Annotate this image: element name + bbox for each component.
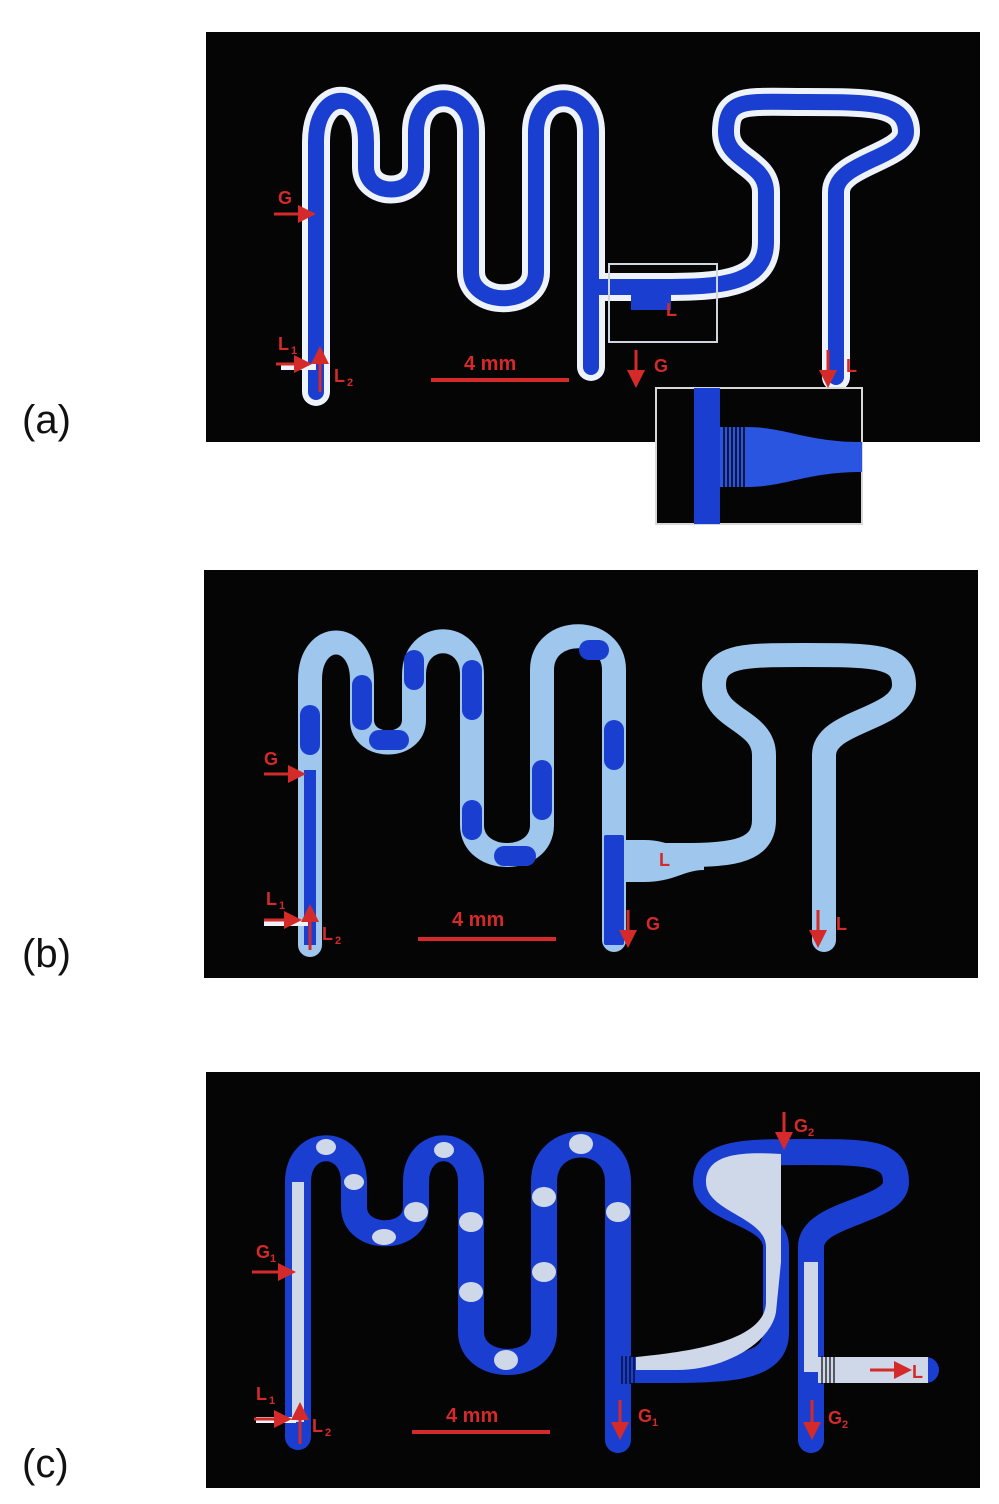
label-b-gas-in: G bbox=[264, 749, 278, 769]
label-b-liquid-out: L bbox=[836, 914, 847, 934]
panel-b-annotations: G L 1 L 2 L G L bbox=[264, 749, 847, 950]
label-a-liquid-in-1: L bbox=[278, 334, 289, 354]
panel-a-inset bbox=[655, 387, 863, 525]
label-c-gas-in-2: G bbox=[794, 1116, 808, 1136]
label-c-gas-in-sub: 1 bbox=[270, 1253, 276, 1265]
panel-label-a: (a) bbox=[22, 398, 71, 442]
panel-b-image: G L 1 L 2 L G L 4 mm bbox=[204, 570, 978, 978]
label-c-gas-in-2-sub: 2 bbox=[808, 1127, 814, 1139]
panel-label-c: (c) bbox=[22, 1442, 69, 1486]
label-a-gas-in: G bbox=[278, 188, 292, 208]
label-b-liquid-in-2-sub: 2 bbox=[335, 935, 341, 947]
panel-a-annotations: G L 1 L 2 L G L bbox=[274, 188, 857, 392]
label-b-liquid-in-1: L bbox=[266, 889, 277, 909]
label-a-liquid-in-1-sub: 1 bbox=[291, 345, 297, 357]
label-b-separator: L bbox=[659, 850, 670, 870]
label-c-gas-in: G bbox=[256, 1242, 270, 1262]
label-c-gas-out-1: G bbox=[638, 1406, 652, 1426]
label-c-liquid-out: L bbox=[912, 1362, 923, 1382]
label-b-liquid-in-2: L bbox=[322, 924, 333, 944]
label-c-liquid-in-2-sub: 2 bbox=[325, 1427, 331, 1439]
label-c-liquid-in-1-sub: 1 bbox=[269, 1395, 275, 1407]
label-a-liquid-in-2: L bbox=[334, 366, 345, 386]
label-a-separator: L bbox=[666, 300, 677, 320]
label-c-gas-out-2-sub: 2 bbox=[842, 1419, 848, 1431]
panel-a-scale-label: 4 mm bbox=[464, 353, 516, 375]
panel-c-annotations: G 1 G 2 L 1 L 2 G 1 G 2 L bbox=[252, 1112, 923, 1444]
label-a-liquid-in-2-sub: 2 bbox=[347, 377, 353, 389]
panel-a-image: G L 1 L 2 L G L 4 mm bbox=[206, 32, 980, 525]
label-c-liquid-in-2: L bbox=[312, 1416, 323, 1436]
label-a-gas-out: G bbox=[654, 356, 668, 376]
label-c-liquid-in-1: L bbox=[256, 1384, 267, 1404]
panel-label-b: (b) bbox=[22, 932, 71, 976]
panel-a-channel bbox=[281, 84, 920, 406]
panel-c-image: G 1 G 2 L 1 L 2 G 1 G 2 L 4 mm bbox=[206, 1072, 980, 1488]
label-c-gas-out-1-sub: 1 bbox=[652, 1417, 658, 1429]
label-a-liquid-out: L bbox=[846, 356, 857, 376]
panel-b-scale-label: 4 mm bbox=[452, 909, 504, 931]
label-b-liquid-in-1-sub: 1 bbox=[279, 900, 285, 912]
label-b-gas-out: G bbox=[646, 914, 660, 934]
panel-a-zoom-box bbox=[608, 263, 718, 343]
panel-c-scale-label: 4 mm bbox=[446, 1405, 498, 1427]
label-c-gas-out-2: G bbox=[828, 1408, 842, 1428]
